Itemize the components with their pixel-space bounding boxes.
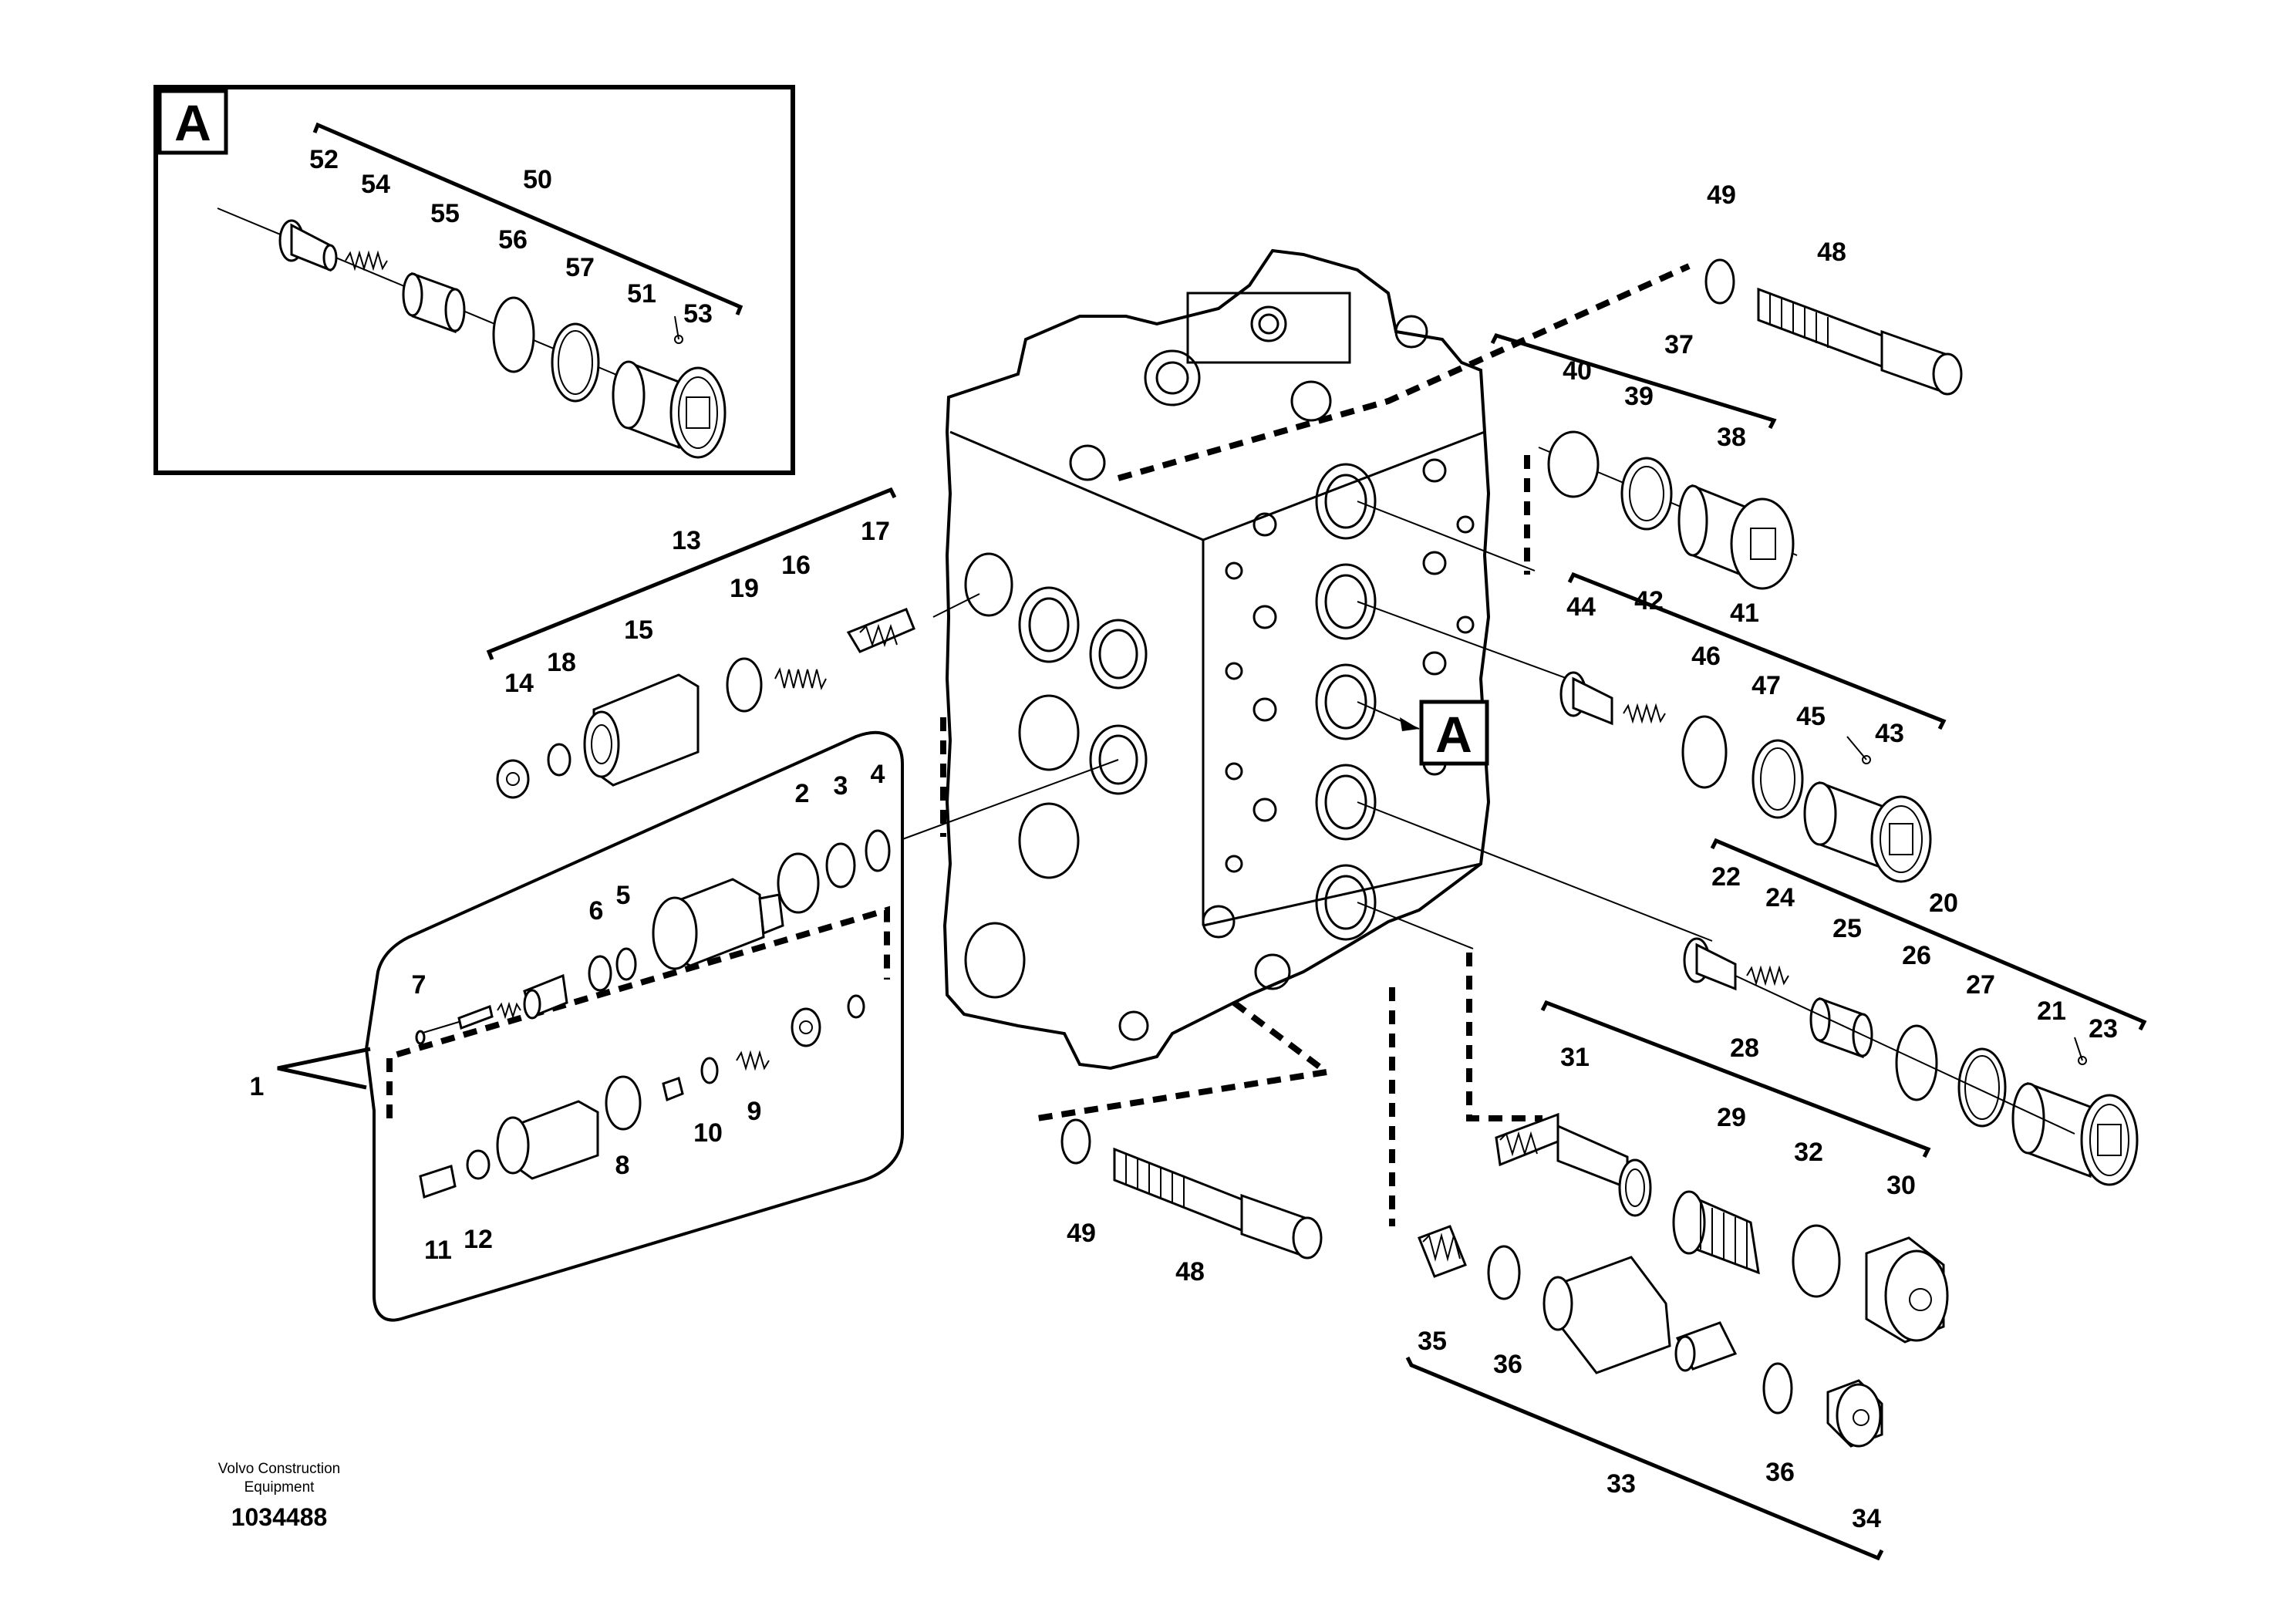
callout-a-letter: A: [1435, 706, 1472, 763]
company-line-2: Equipment: [244, 1479, 315, 1496]
label-8: 8: [615, 1151, 630, 1180]
label-23: 23: [2089, 1014, 2118, 1044]
label-2: 2: [795, 779, 810, 808]
label-41: 41: [1730, 599, 1759, 628]
label-47: 47: [1752, 671, 1781, 700]
bracket-28: [1540, 1000, 1931, 1158]
label-21: 21: [2037, 996, 2066, 1026]
label-14: 14: [504, 669, 534, 698]
label-56: 56: [498, 225, 528, 255]
group-37-parts: [1538, 430, 1798, 590]
label-12: 12: [464, 1225, 493, 1254]
label-10: 10: [693, 1118, 723, 1148]
label-31: 31: [1560, 1043, 1590, 1072]
label-54: 54: [361, 170, 390, 199]
bracket-41: [1567, 572, 1947, 730]
label-28: 28: [1730, 1034, 1759, 1063]
label-33: 33: [1607, 1469, 1636, 1499]
label-49-bottom: 49: [1067, 1219, 1096, 1248]
label-15: 15: [624, 615, 653, 645]
label-38: 38: [1717, 423, 1746, 452]
label-13: 13: [672, 526, 701, 555]
dashed-leaders: [940, 263, 1691, 1226]
label-46: 46: [1691, 642, 1721, 671]
label-24: 24: [1765, 883, 1795, 912]
drawing-number: 1034488: [231, 1503, 328, 1531]
bracket-13: [486, 487, 897, 660]
label-29: 29: [1717, 1103, 1746, 1132]
bracket-37: [1490, 332, 1777, 430]
label-18: 18: [547, 648, 576, 677]
group-20-parts: [1683, 937, 2139, 1186]
label-19: 19: [730, 574, 759, 603]
group-41-parts: [1559, 671, 1932, 883]
label-26: 26: [1902, 941, 1931, 970]
part-number-labels: 52 54 50 55 56 57 51 53 13 17 16 19 15 1…: [250, 145, 2118, 1533]
label-57: 57: [565, 253, 595, 282]
label-51: 51: [627, 279, 656, 309]
bracket-50: [312, 122, 743, 315]
bracket-33: [1405, 1356, 1884, 1561]
group-1-bubble: [277, 731, 904, 1322]
detail-a-letter: A: [174, 94, 211, 151]
group-13-parts: [496, 608, 915, 799]
label-48-bottom: 48: [1175, 1257, 1205, 1286]
label-6: 6: [589, 896, 604, 926]
label-9: 9: [747, 1097, 762, 1126]
label-48-top: 48: [1817, 238, 1846, 267]
label-34: 34: [1852, 1504, 1881, 1533]
label-53: 53: [683, 299, 713, 329]
label-20: 20: [1929, 889, 1958, 918]
label-42: 42: [1634, 586, 1664, 615]
valve-body: [942, 248, 1491, 1071]
detail-a-parts: [217, 207, 727, 459]
label-37: 37: [1664, 330, 1694, 359]
label-30: 30: [1886, 1171, 1916, 1200]
label-36: 36: [1493, 1350, 1522, 1379]
company-line-1: Volvo Construction: [218, 1461, 340, 1477]
label-55: 55: [430, 199, 460, 228]
label-11: 11: [424, 1236, 452, 1265]
label-52: 52: [309, 145, 339, 174]
label-4: 4: [871, 760, 885, 789]
label-16: 16: [781, 551, 811, 580]
thin-leaders: [898, 501, 1713, 949]
label-5: 5: [616, 881, 631, 910]
footer: Volvo Construction Equipment 1034488: [218, 1461, 340, 1531]
label-45: 45: [1796, 702, 1826, 731]
group-28-parts: [1495, 1112, 1949, 1344]
bolt-top: [1704, 258, 1963, 396]
group-33-parts: [1418, 1225, 1883, 1448]
label-50: 50: [523, 165, 552, 194]
label-49-top: 49: [1707, 180, 1736, 210]
label-43: 43: [1875, 719, 1904, 748]
label-36-second: 36: [1765, 1458, 1795, 1487]
label-7: 7: [412, 970, 426, 1000]
label-17: 17: [861, 517, 890, 546]
label-3: 3: [834, 771, 848, 801]
label-44: 44: [1566, 592, 1596, 622]
detail-a-frame: A: [153, 85, 795, 475]
group-1-parts: [415, 829, 891, 1199]
label-39: 39: [1624, 382, 1654, 411]
callout-a-box: A: [1357, 700, 1489, 766]
label-22: 22: [1711, 862, 1741, 892]
label-32: 32: [1794, 1138, 1823, 1167]
label-25: 25: [1832, 914, 1862, 943]
label-40: 40: [1563, 356, 1592, 386]
label-27: 27: [1966, 970, 1995, 1000]
label-1: 1: [250, 1072, 265, 1101]
bracket-20: [1710, 838, 2147, 1031]
bolt-bottom: [1060, 1118, 1323, 1259]
label-35: 35: [1418, 1327, 1447, 1356]
